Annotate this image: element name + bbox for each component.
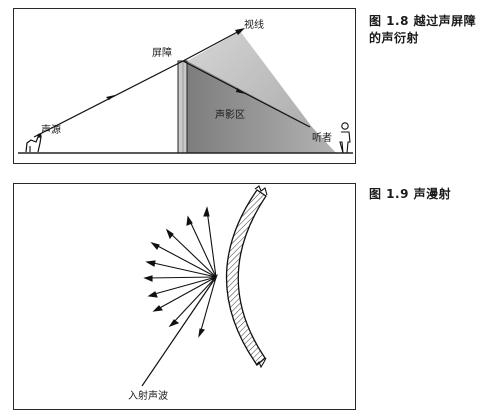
diffuser-break-bottom bbox=[255, 357, 267, 369]
figure1-caption-line1: 越过声屏障 bbox=[413, 14, 477, 28]
diffraction-diagram: 声源 屏障 视线 声影区 听者 bbox=[18, 18, 353, 154]
label-sight-line: 视线 bbox=[244, 18, 264, 31]
sight-line-arrow bbox=[235, 28, 245, 35]
label-shadow-zone: 声影区 bbox=[215, 108, 245, 121]
label-source: 声源 bbox=[41, 123, 61, 136]
convex-diffuser bbox=[225, 189, 267, 366]
diffracted-ray-arrow bbox=[236, 88, 246, 94]
label-barrier: 屏障 bbox=[152, 46, 172, 59]
diffuser-break-top bbox=[254, 185, 268, 196]
label-listener: 听者 bbox=[312, 132, 332, 144]
sound-source-icon bbox=[25, 133, 42, 153]
figure2-caption-number: 图 1.9 bbox=[369, 187, 409, 201]
diffusion-diagram-panel: 入射声波 bbox=[13, 183, 356, 410]
incident-wave-ray bbox=[141, 276, 217, 387]
figure1-caption-line2: 的声衍射 bbox=[369, 31, 420, 45]
figure1-caption-number: 图 1.8 bbox=[369, 14, 409, 28]
figure2-caption-title: 声漫射 bbox=[413, 187, 452, 201]
reflected-rays bbox=[143, 206, 217, 338]
diffracted-ray bbox=[182, 60, 311, 128]
shadow-zone bbox=[187, 61, 336, 153]
listener-icon bbox=[339, 122, 351, 154]
label-incident-wave: 入射声波 bbox=[128, 389, 168, 402]
incident-ray-arrow bbox=[106, 95, 115, 100]
diffraction-diagram-panel: 声源 屏障 视线 声影区 听者 bbox=[13, 8, 356, 164]
figure1-caption: 图 1.8 越过声屏障 的声衍射 bbox=[369, 13, 494, 47]
sight-line-ray bbox=[182, 28, 244, 62]
figure2-caption: 图 1.9 声漫射 bbox=[369, 186, 494, 203]
diffusion-diagram: 入射声波 bbox=[128, 185, 268, 402]
